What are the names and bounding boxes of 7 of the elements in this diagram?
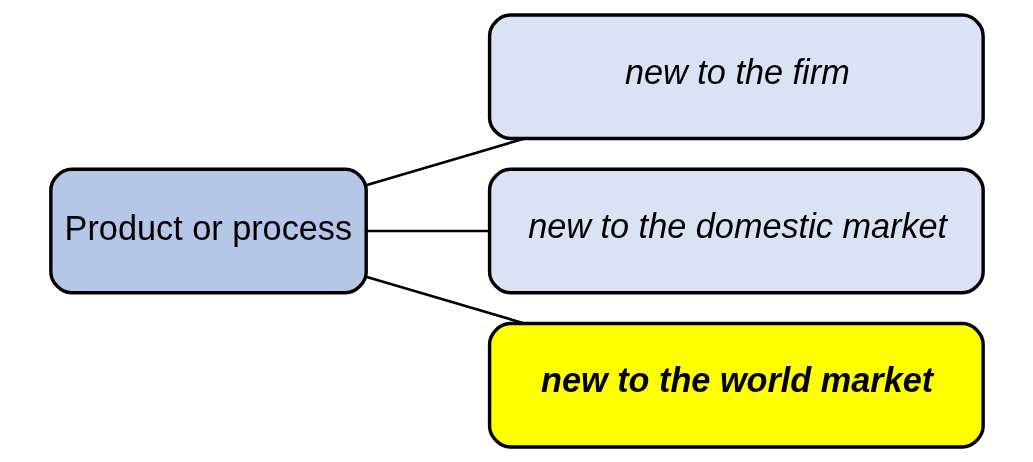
- connector: [366, 229, 490, 233]
- node-box: Product or process: [48, 167, 368, 295]
- connector: [366, 137, 525, 187]
- connector: [366, 275, 525, 325]
- node-box: new to the domestic market: [487, 167, 985, 295]
- node-box: new to the firm: [487, 13, 985, 141]
- node-box: new to the world market: [487, 321, 985, 449]
